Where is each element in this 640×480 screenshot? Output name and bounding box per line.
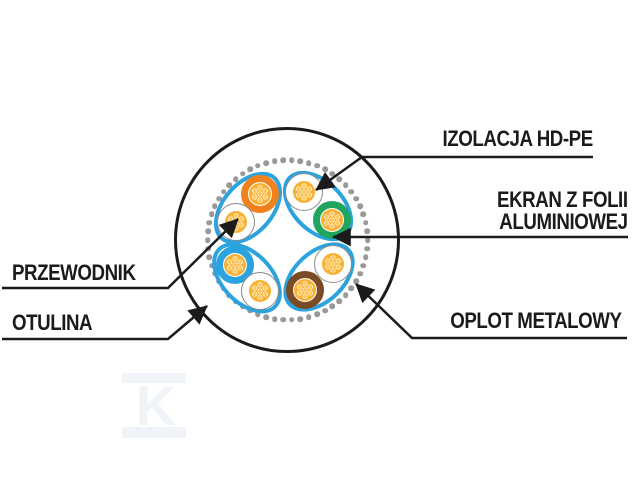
braid-dot (306, 160, 312, 166)
braid-dot (255, 311, 261, 318)
braid-dot (364, 237, 371, 243)
label-sheath: OTULINA (12, 310, 93, 335)
braid-dot (314, 311, 320, 318)
braid-dot (362, 220, 369, 226)
conductor-core (321, 209, 343, 231)
braid-dot (289, 157, 295, 163)
braid-dot (348, 188, 354, 195)
braid-dot (364, 245, 370, 252)
braid-dot (329, 170, 336, 177)
conductor-core (294, 279, 316, 301)
braid-dot (348, 285, 354, 292)
braid-dot (239, 170, 246, 177)
braid-dot (271, 316, 278, 322)
braid-dot (221, 188, 227, 195)
braid-dot (329, 303, 336, 309)
watermark-logo: K (120, 371, 190, 441)
label-metal-braid: OPLOT METALOWY (450, 308, 623, 333)
watermark-bottom-bar (122, 427, 186, 438)
braid-dot (353, 278, 359, 285)
braid-dot (322, 307, 328, 314)
label-conductor: PRZEWODNIK (12, 260, 136, 285)
wire-green (313, 201, 351, 239)
braid-dot (342, 182, 349, 188)
conductor-core (249, 280, 271, 302)
braid-dot (247, 166, 253, 173)
braid-dot (271, 158, 278, 164)
label-foil-screen-line2: ALUMINIOWEJ (499, 209, 629, 234)
wire-white-bottom-right (314, 245, 352, 283)
braid-dot (208, 211, 215, 218)
label-foil-screen: EKRAN Z FOLII ALUMINIOWEJ (497, 189, 628, 233)
braid-dot (336, 298, 343, 304)
braid-dot (364, 228, 370, 235)
braid-dot (297, 316, 304, 322)
conductor-core (293, 181, 315, 203)
braid-dot (353, 195, 359, 202)
wire-white-bottom-left (241, 272, 279, 310)
braid-dot (357, 203, 363, 210)
braid-dot (255, 162, 261, 169)
braid-dot (280, 157, 286, 163)
conductor-core (225, 211, 247, 233)
watermark-letter: K (135, 374, 176, 437)
conductor-core (322, 253, 344, 275)
braid-dot (297, 158, 304, 164)
wire-brown (286, 271, 324, 309)
braid-dot (205, 228, 211, 235)
braid-dot (216, 195, 222, 202)
braid-dot (263, 314, 269, 320)
braid-dot (226, 182, 233, 188)
braid-dot (357, 270, 363, 277)
braid-dot (206, 220, 213, 226)
label-foil-screen-line1: EKRAN Z FOLII (497, 187, 628, 212)
braid-dot (322, 166, 328, 173)
watermark-top-bar (122, 373, 186, 383)
braid-dot (342, 292, 349, 298)
braid-dot (360, 262, 367, 269)
label-insulation: IZOLACJA HD-PE (442, 126, 594, 151)
braid-dot (232, 176, 239, 182)
conductor-core (249, 183, 271, 205)
braid-dot (212, 203, 218, 210)
braid-dot (314, 162, 320, 169)
braid-dot (205, 245, 211, 252)
braid-dot (280, 317, 286, 323)
braid-dot (360, 211, 367, 218)
conductor-core (224, 254, 246, 276)
wire-white-top-right (285, 173, 323, 211)
braid-dot (362, 254, 369, 260)
braid-dot (289, 317, 295, 323)
braid-dot (204, 237, 211, 243)
braid-dot (306, 314, 312, 320)
braid-dot (336, 176, 343, 182)
wire-white-top-left (217, 203, 255, 241)
braid-dot (263, 160, 269, 166)
